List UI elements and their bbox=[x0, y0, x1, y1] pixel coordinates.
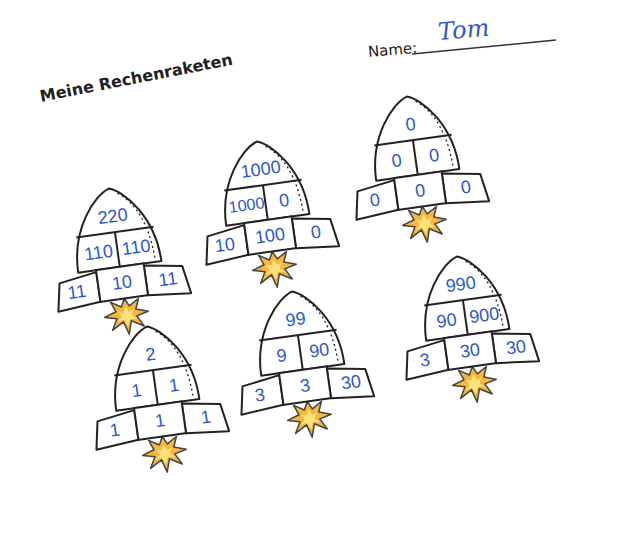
cell-number: 10 bbox=[214, 234, 236, 255]
rocket-cell: 0 bbox=[397, 178, 443, 203]
rocket-group: 100010000101000 bbox=[187, 131, 347, 299]
cell-number: 99 bbox=[284, 309, 306, 330]
rocket-cell: 99 bbox=[267, 306, 325, 333]
worksheet-title: Meine Rechenraketen bbox=[38, 49, 234, 105]
rocket-cell: 110 bbox=[79, 241, 117, 265]
rocket-cell: 110 bbox=[117, 235, 155, 259]
cell-number: 90 bbox=[435, 310, 457, 331]
cell-number: 0 bbox=[404, 114, 416, 133]
cell-number: 0 bbox=[310, 222, 322, 241]
cell-number: 1 bbox=[130, 381, 142, 400]
cell-number: 30 bbox=[505, 336, 527, 357]
rocket-cell: 90 bbox=[300, 338, 338, 362]
name-line bbox=[412, 40, 556, 54]
rocket-cell: 0 bbox=[382, 111, 440, 138]
cell-number: 0 bbox=[390, 151, 402, 170]
rocket-drawing bbox=[42, 179, 195, 343]
rocket-group: 990 90 900 3 30 30 bbox=[387, 246, 547, 414]
cell-number: 110 bbox=[121, 236, 152, 258]
rocket-cell: 1 bbox=[117, 379, 155, 403]
rocket-drawing bbox=[390, 247, 543, 411]
rocket-cell: 10 bbox=[205, 233, 245, 257]
rocket-cell: 3 bbox=[240, 383, 280, 407]
cell-number: 1000 bbox=[240, 157, 282, 180]
cell-number: 3 bbox=[299, 376, 311, 395]
cell-number: 1000 bbox=[228, 194, 266, 215]
cell-number: 9 bbox=[275, 346, 287, 365]
cell-number: 10 bbox=[111, 272, 133, 293]
rocket-cell: 3 bbox=[282, 373, 328, 398]
rocket-group: 000000 bbox=[337, 86, 497, 254]
rocket-cell: 90 bbox=[427, 309, 465, 333]
rocket-cell: 0 bbox=[296, 220, 336, 244]
rocket-group: 220110110111011 bbox=[39, 178, 199, 346]
rocket-cell: 10 bbox=[99, 270, 145, 295]
cell-number: 100 bbox=[254, 224, 286, 246]
cell-number: 3 bbox=[419, 350, 431, 369]
rocket-cell: 0 bbox=[377, 149, 415, 173]
rocket-cell: 9 bbox=[262, 344, 300, 368]
rocket-drawing bbox=[190, 132, 343, 296]
rocket-group: 211111 bbox=[77, 316, 237, 484]
cell-number: 11 bbox=[157, 269, 178, 289]
rocket-drawing bbox=[225, 282, 378, 446]
cell-number: 990 bbox=[444, 273, 476, 295]
rocket-cell: 990 bbox=[432, 271, 490, 298]
cell-number: 0 bbox=[428, 145, 440, 164]
cell-number: 1 bbox=[154, 411, 166, 430]
cell-number: 900 bbox=[468, 304, 500, 326]
rocket-cell: 11 bbox=[57, 280, 97, 304]
cell-number: 30 bbox=[459, 340, 481, 361]
rocket-cell: 30 bbox=[496, 335, 536, 359]
cell-number: 0 bbox=[460, 177, 472, 196]
cell-number: 0 bbox=[414, 181, 426, 200]
rocket-cell: 1 bbox=[155, 373, 193, 397]
cell-number: 2 bbox=[144, 344, 156, 363]
cell-number: 3 bbox=[254, 385, 266, 404]
rocket-cell: 3 bbox=[405, 348, 445, 372]
rocket-cell: 1000 bbox=[228, 194, 266, 217]
rocket-group: 999903330 bbox=[222, 281, 382, 449]
rocket-drawing bbox=[80, 317, 233, 481]
cell-number: 0 bbox=[369, 190, 381, 209]
rocket-cell: 900 bbox=[465, 303, 503, 327]
rocket-cell: 30 bbox=[447, 338, 493, 363]
rocket-cell: 1000 bbox=[232, 156, 290, 183]
student-name: Tom bbox=[437, 14, 491, 46]
rocket-drawing bbox=[340, 87, 493, 251]
rocket-cell: 30 bbox=[331, 370, 371, 394]
cell-number: 30 bbox=[340, 371, 362, 392]
cell-number: 1 bbox=[109, 420, 121, 439]
rocket-cell: 1 bbox=[95, 418, 135, 442]
rocket-cell: 100 bbox=[247, 223, 293, 248]
cell-number: 110 bbox=[83, 241, 114, 263]
cell-number: 1 bbox=[200, 407, 212, 426]
cell-number: 0 bbox=[278, 190, 290, 209]
rocket-cell: 0 bbox=[265, 188, 303, 212]
rocket-cell: 0 bbox=[415, 143, 453, 167]
cell-number: 11 bbox=[66, 281, 87, 301]
cell-number: 1 bbox=[168, 375, 180, 394]
rocket-cell: 220 bbox=[84, 203, 142, 230]
rocket-cell: 11 bbox=[148, 267, 188, 291]
rocket-cell: 0 bbox=[355, 188, 395, 212]
rocket-cell: 0 bbox=[446, 175, 486, 199]
rocket-cell: 1 bbox=[137, 408, 183, 433]
cell-number: 220 bbox=[96, 205, 128, 227]
rocket-cell: 2 bbox=[122, 341, 180, 368]
name-label: Name: bbox=[367, 39, 418, 61]
cell-number: 90 bbox=[308, 340, 330, 361]
rocket-cell: 1 bbox=[186, 405, 226, 429]
